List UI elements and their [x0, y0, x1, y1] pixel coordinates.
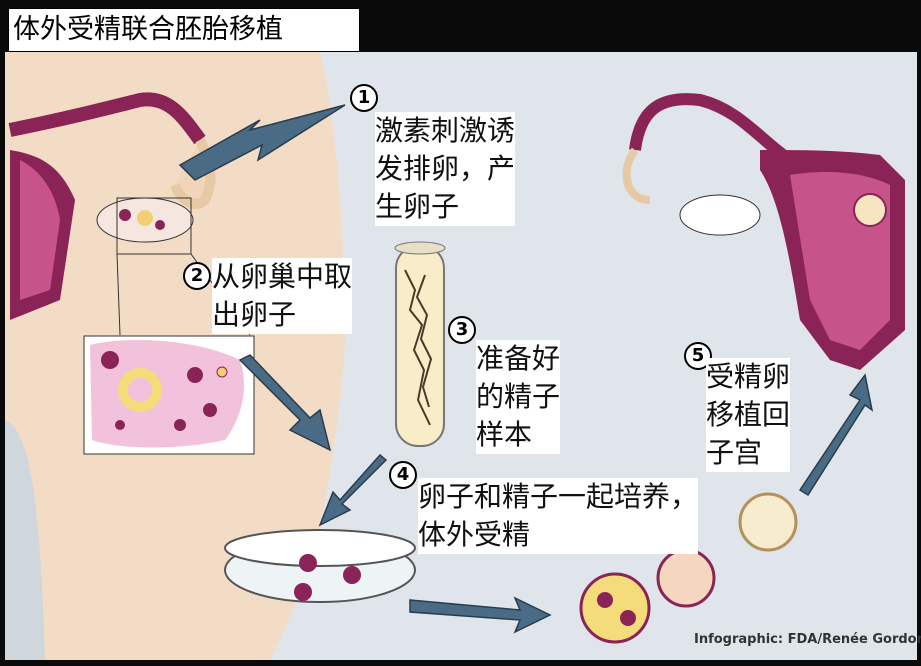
step-3-label: 准备好 的精子 样本: [476, 340, 560, 454]
step-5-label: 受精卵 移植回 子宫: [706, 358, 790, 472]
ovary-magnified: [84, 336, 254, 454]
step-3-number: 3: [448, 316, 476, 344]
step-2-number: 2: [183, 262, 211, 290]
step-1-label: 激素刺激诱 发排卵，产 生卵子: [375, 112, 515, 226]
petri-dish: [225, 530, 415, 602]
credit-line: Infographic: FDA/Renée Gordon: [694, 632, 921, 647]
step-4-label: 卵子和精子一起培养， 体外受精: [418, 478, 698, 554]
test-tube: [395, 242, 445, 446]
step-1-number: 1: [350, 84, 378, 112]
step-2-label: 从卵巢中取 出卵子: [212, 258, 352, 334]
step-4-number: 4: [389, 461, 417, 489]
page-title: 体外受精联合胚胎移植: [8, 8, 360, 52]
